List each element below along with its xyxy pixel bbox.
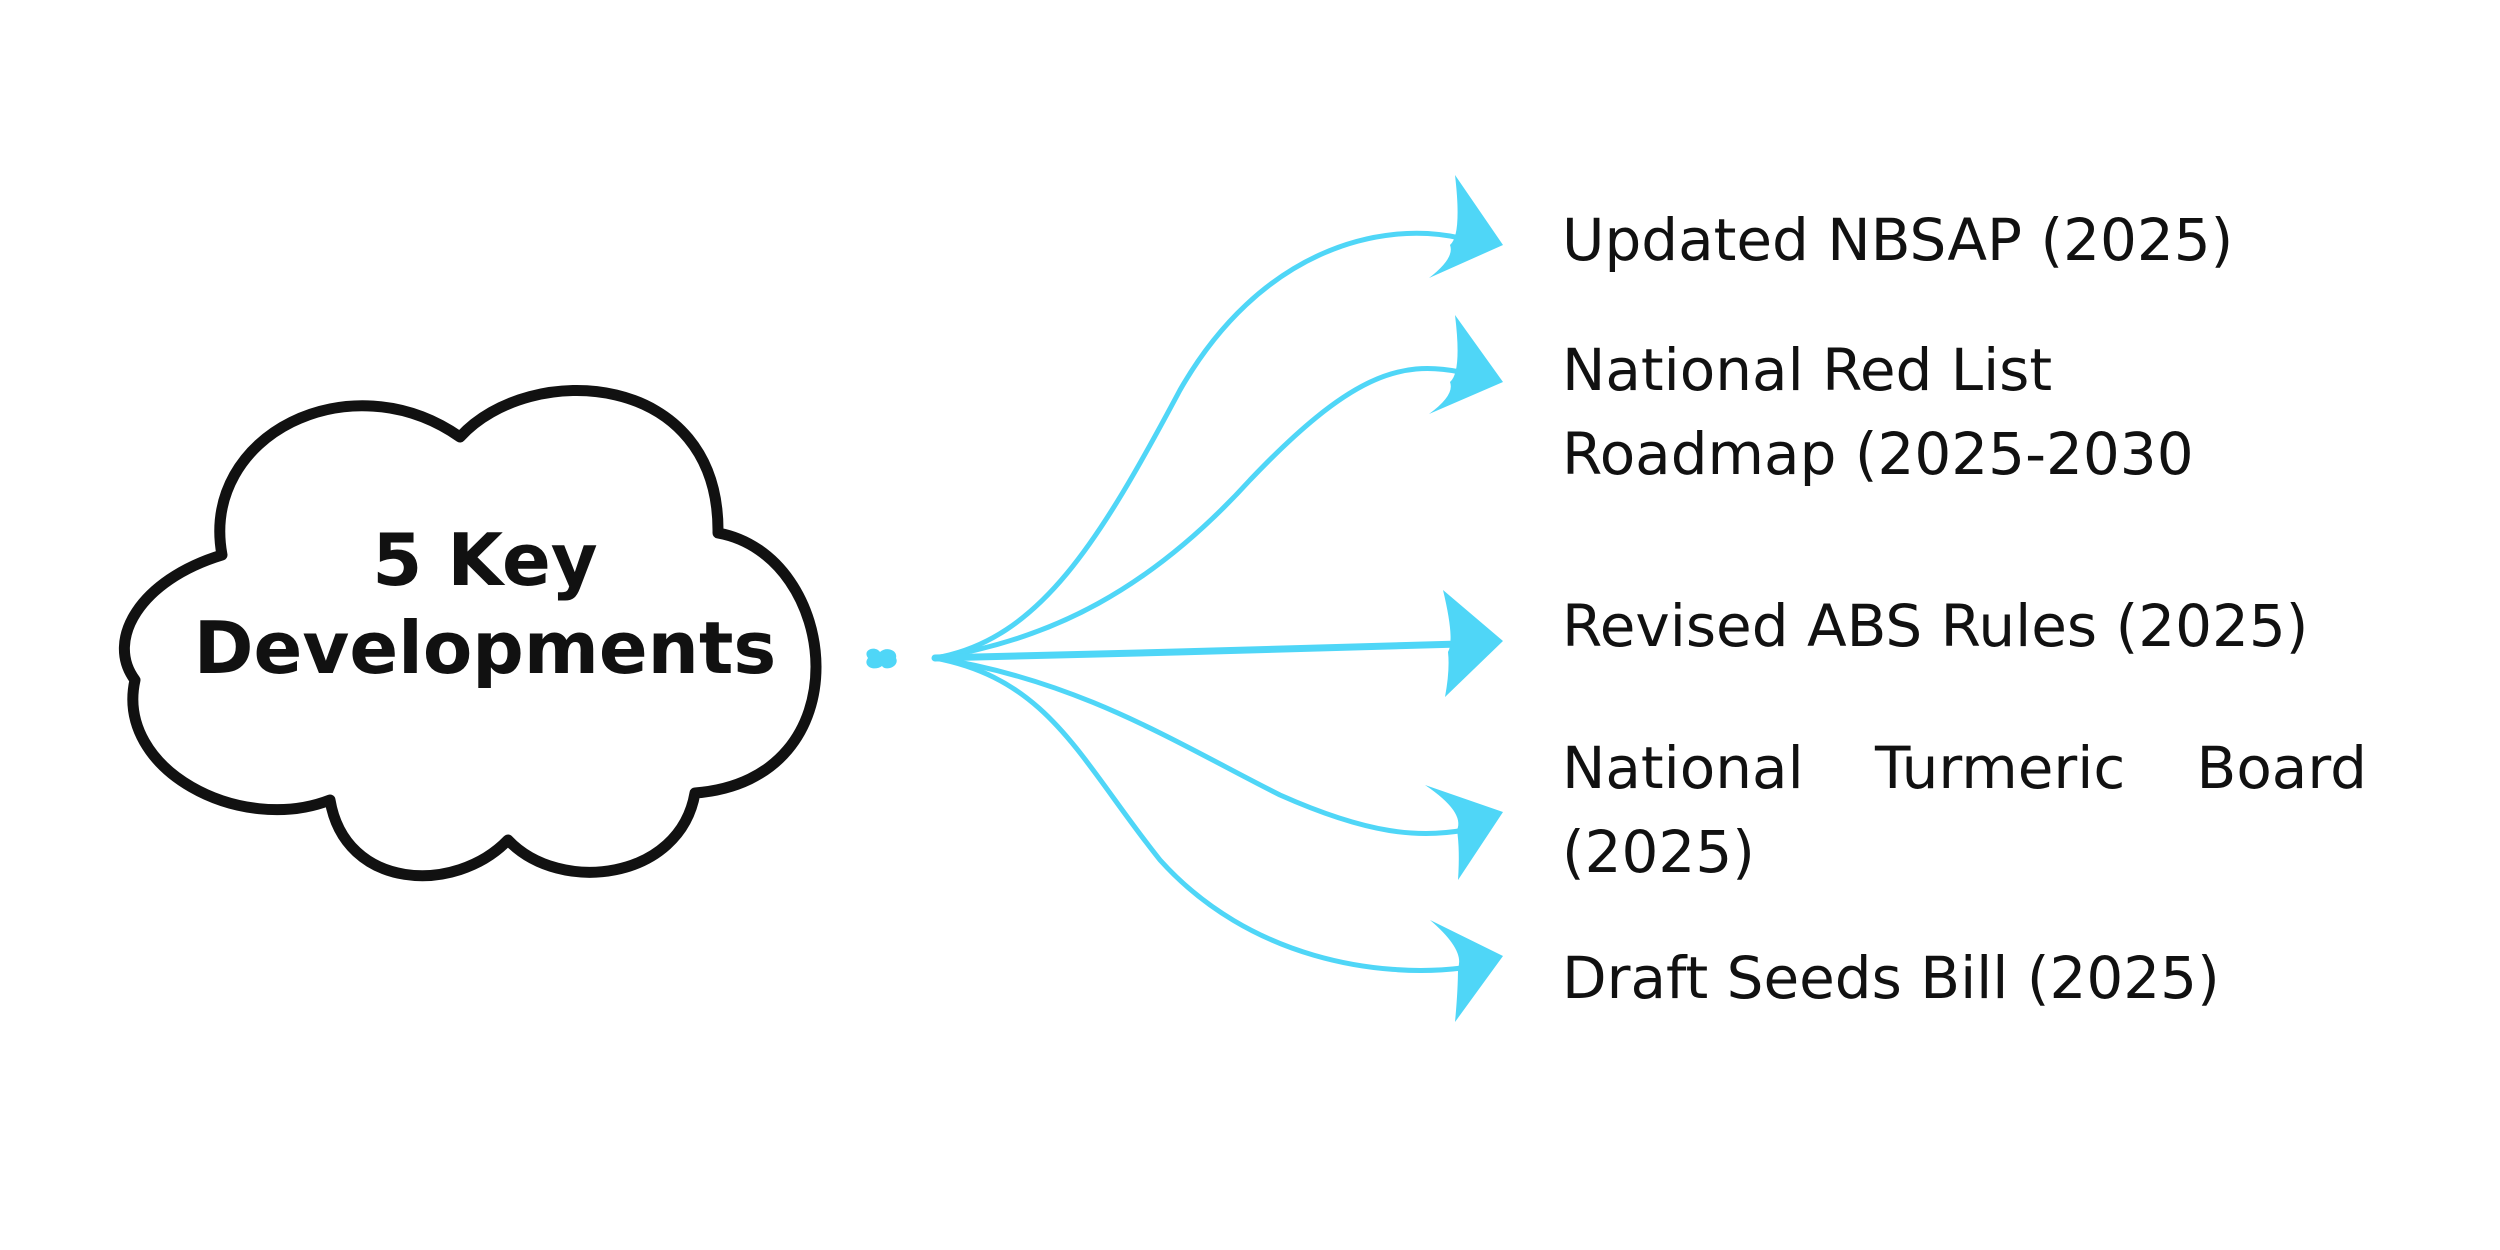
- branch-label-4: National Turmeric Board (2025): [1562, 726, 2367, 894]
- branch-label-5-line-1: Draft Seeds Bill (2025): [1562, 944, 2220, 1012]
- branch-label-1: Updated NBSAP (2025): [1562, 198, 2233, 282]
- branch-label-4-line-1: National Turmeric Board: [1562, 734, 2367, 802]
- branch-label-4-line-2: (2025): [1562, 818, 1755, 886]
- central-topic-line-2: Developments: [193, 606, 777, 690]
- branch-label-5: Draft Seeds Bill (2025): [1562, 936, 2220, 1020]
- arrow-origin-dot: [866, 648, 897, 669]
- branch-label-2: National Red List Roadmap (2025-2030: [1562, 328, 2194, 496]
- cloud-shape: [119, 385, 822, 882]
- central-topic-line-1: 5 Key: [372, 518, 598, 603]
- arrow-branch-2: [932, 315, 1503, 661]
- arrow-branch-1: [932, 175, 1503, 661]
- branch-arrows: [866, 175, 1503, 1022]
- branch-label-3: Revised ABS Rules (2025): [1562, 584, 2308, 668]
- branch-label-2-line-2: Roadmap (2025-2030: [1562, 420, 2194, 488]
- branch-label-1-line-1: Updated NBSAP (2025): [1562, 206, 2234, 274]
- branch-label-2-line-1: National Red List: [1562, 336, 2053, 404]
- arrow-branch-4: [932, 655, 1503, 880]
- branch-label-3-line-1: Revised ABS Rules (2025): [1562, 592, 2309, 660]
- central-topic: 5 Key Developments: [140, 470, 830, 740]
- arrow-branch-5: [932, 655, 1503, 1022]
- arrow-branch-3: [931, 590, 1503, 697]
